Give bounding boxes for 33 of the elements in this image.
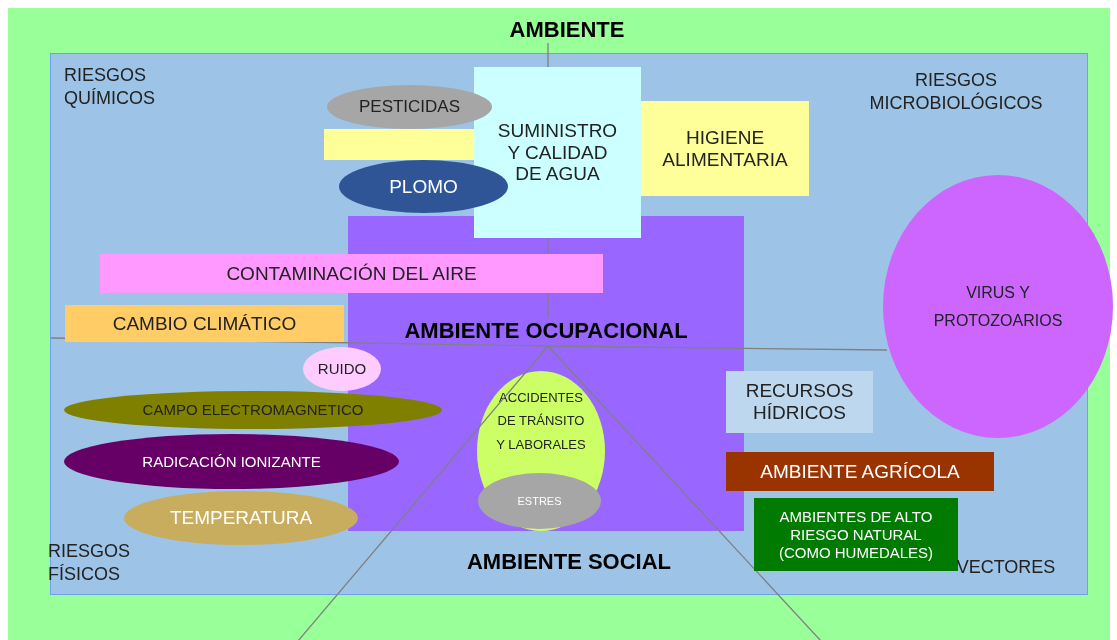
node-label: CONTAMINACIÓN DEL AIRE xyxy=(226,262,477,285)
outer-region xyxy=(8,8,1110,640)
node-label: ACCIDENTES DE TRÁNSITO Y LABORALES xyxy=(496,388,586,454)
category-label: RIESGOS FÍSICOS xyxy=(48,540,132,585)
node-label: RECURSOS HÍDRICOS xyxy=(744,380,855,424)
rectangle xyxy=(65,305,344,342)
rectangle xyxy=(474,67,641,238)
node-label: ESTRES xyxy=(517,494,562,508)
node-label: AMBIENTES DE ALTO RIESGO NATURAL (COMO HUMEDALES) xyxy=(777,507,935,562)
node-label: CAMBIO CLIMÁTICO xyxy=(112,312,297,335)
rectangle xyxy=(641,101,809,196)
rectangle xyxy=(754,498,958,571)
category-label: RIESGOS QUÍMICOS xyxy=(64,64,156,109)
rectangle xyxy=(726,452,994,491)
node-label: VIRUS Y PROTOZOARIOS xyxy=(933,282,1063,331)
node-label: RADICACIÓN IONIZANTE xyxy=(142,452,321,471)
rectangle xyxy=(100,254,603,293)
rectangle xyxy=(726,371,873,433)
region-heading: AMBIENTE xyxy=(509,17,625,43)
region-heading: AMBIENTE OCUPACIONAL xyxy=(404,318,688,344)
node-label: SUMINISTRO Y CALIDAD DE AGUA xyxy=(496,119,619,186)
category-label: VECTORES xyxy=(955,556,1057,579)
node-label: PESTICIDAS xyxy=(358,97,461,117)
node-label: PLOMO xyxy=(389,175,458,198)
region-heading: AMBIENTE SOCIAL xyxy=(466,549,672,575)
ellipse xyxy=(478,473,601,529)
node-label: HIGIENE ALIMENTARIA xyxy=(661,126,789,171)
category-label: RIESGOS MICROBIOLÓGICOS xyxy=(868,69,1044,114)
node-label: RUIDO xyxy=(317,360,367,378)
shape-box xyxy=(324,129,476,160)
node-label: AMBIENTE AGRÍCOLA xyxy=(760,460,960,483)
node-label: TEMPERATURA xyxy=(169,507,313,529)
node-label: CAMPO ELECTROMAGNETICO xyxy=(142,401,364,419)
